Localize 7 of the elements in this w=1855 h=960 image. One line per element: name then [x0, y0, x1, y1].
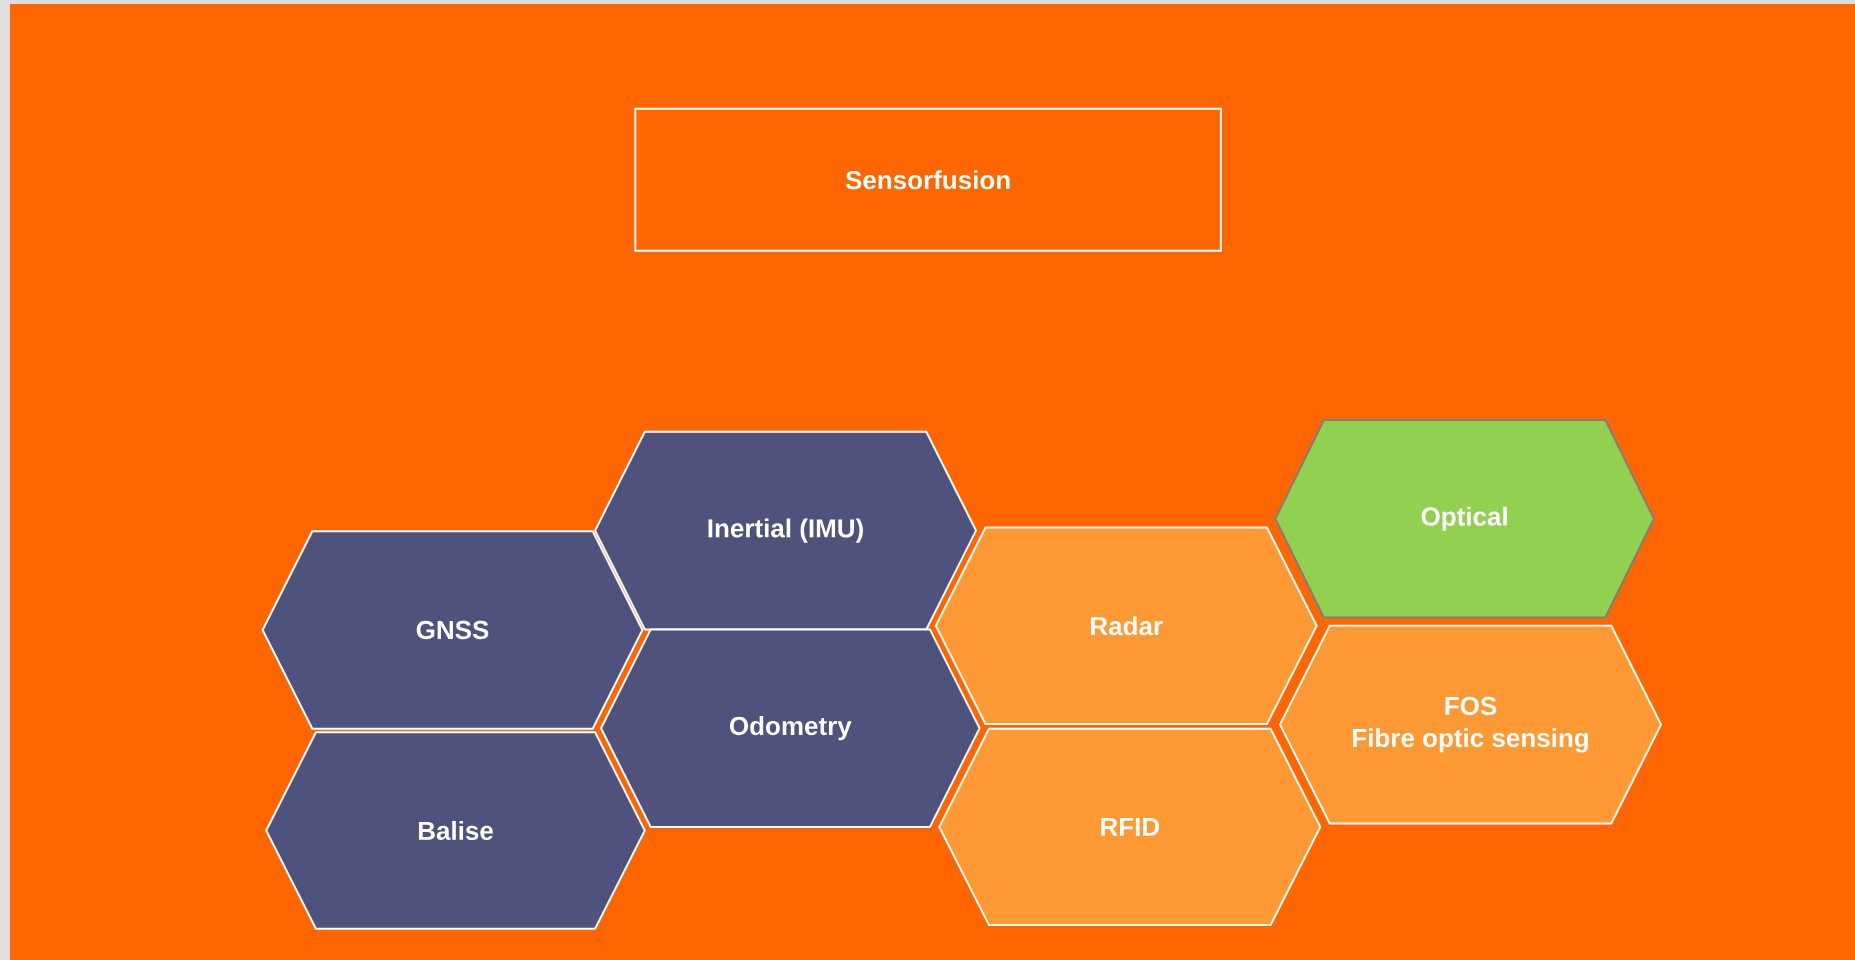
hexagon: Inertial (IMU) [594, 430, 978, 631]
hexagon: Balise [265, 731, 646, 930]
hexagon: Radar [934, 526, 1318, 725]
hexagon: RFID [938, 727, 1322, 927]
title-box: Sensorfusion [634, 107, 1222, 252]
hexagon: GNSS [261, 530, 644, 730]
hexagon: Optical [1274, 419, 1656, 619]
